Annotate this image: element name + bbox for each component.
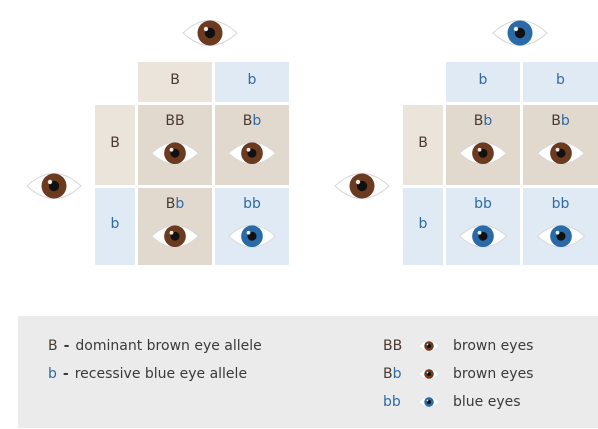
blue-eye-icon [535,218,587,254]
genotype-label: bb [243,196,261,212]
genotype-label: BB [165,113,185,129]
legend-allele-dominant: B-dominant brown eye allele [48,338,262,354]
right-row-header-1: B [403,105,443,185]
genotype-label: Bb [242,113,262,129]
right-col-header-1: b [446,62,520,102]
left-col-header-2: b [215,62,289,102]
legend-allele-recessive: b-recessive blue eye allele [48,366,248,382]
legend-panel: B-dominant brown eye allele b-recessive … [18,316,598,428]
brown-eye-icon [226,135,278,171]
blue-eye-icon [226,218,278,254]
left-top-parent-eye [180,12,240,54]
genotype-label: Bb [165,196,185,212]
blue-eye-icon [457,218,509,254]
left-col-header-1: B [138,62,212,102]
brown-eye-icon [415,338,443,354]
left-cell-Bb-1: Bb [215,105,289,185]
brown-eye-icon [457,135,509,171]
genotype-label: Bb [551,113,570,129]
right-top-parent-eye [490,12,550,54]
blue-eye-icon [415,394,443,410]
brown-eye-icon [149,135,201,171]
left-cell-bb: bb [215,188,289,265]
right-side-parent-eye [332,165,392,207]
right-col-header-2: b [523,62,598,102]
left-cell-BB: BB [138,105,212,185]
right-cell-bb-2: bb [523,188,598,265]
brown-eye-icon [149,218,201,254]
genotype-label: bb [474,196,492,212]
left-side-parent-eye [24,165,84,207]
right-cell-Bb-2: Bb [523,105,598,185]
right-cell-Bb-1: Bb [446,105,520,185]
left-row-header-2: b [95,188,135,265]
right-cell-bb-1: bb [446,188,520,265]
brown-eye-icon [415,366,443,382]
genotype-label: bb [551,196,570,212]
left-row-header-1: B [95,105,135,185]
right-row-header-2: b [403,188,443,265]
brown-eye-icon [535,135,587,171]
genotype-label: Bb [473,113,493,129]
left-cell-Bb-2: Bb [138,188,212,265]
